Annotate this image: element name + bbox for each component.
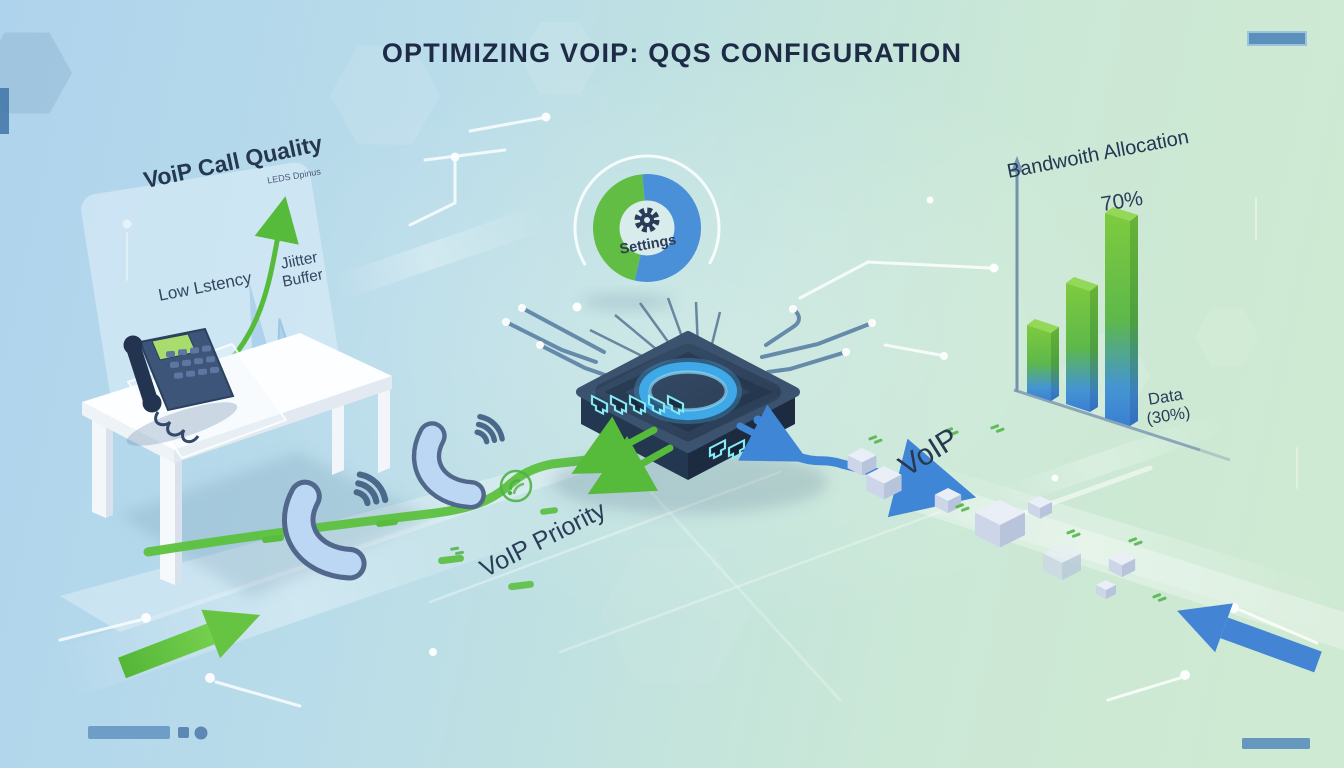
bar-3 bbox=[1105, 207, 1138, 426]
cable-dots bbox=[502, 304, 876, 356]
bar-2 bbox=[1066, 277, 1098, 412]
footer-accent-bar-right bbox=[1242, 738, 1310, 749]
gear-icon bbox=[634, 207, 660, 233]
data-packet-cubes bbox=[847, 448, 1136, 599]
footer-accent-bar bbox=[88, 726, 170, 739]
phone-cord bbox=[154, 411, 200, 444]
switch-ring bbox=[639, 362, 737, 420]
footer-accent-square bbox=[178, 727, 189, 738]
donut-outer-swoosh bbox=[573, 154, 721, 302]
voip-priority-path bbox=[143, 453, 609, 557]
bar-1 bbox=[1027, 319, 1059, 401]
settings-donut bbox=[572, 154, 721, 312]
ethernet-ports-left bbox=[590, 394, 685, 416]
circuit-traces-steel bbox=[504, 306, 874, 378]
switch-green-arrows bbox=[571, 416, 674, 495]
edge-accent-bar bbox=[0, 88, 9, 134]
voip-phone bbox=[123, 327, 238, 446]
page-title: OPTIMIZING VOIP: QQS CONFIGURATION bbox=[381, 38, 963, 68]
green-dashes bbox=[262, 507, 558, 591]
data-path-blue bbox=[753, 415, 977, 518]
green-arrow-icon bbox=[118, 609, 261, 679]
phone-handset bbox=[125, 338, 159, 410]
bandwidth-data-label: Data (30%) bbox=[1142, 385, 1191, 429]
blue-arrow-icon bbox=[1177, 603, 1322, 673]
signal-icon bbox=[499, 469, 533, 503]
axis-arrow-icon bbox=[1011, 156, 1023, 172]
footer-accent-dot bbox=[194, 726, 208, 740]
bandwidth-chart bbox=[1011, 156, 1231, 462]
switch-blue-arrows bbox=[736, 404, 977, 518]
corner-accent-bar bbox=[1247, 31, 1307, 46]
fan-connectors bbox=[589, 297, 722, 362]
phone-keypad bbox=[166, 345, 219, 379]
